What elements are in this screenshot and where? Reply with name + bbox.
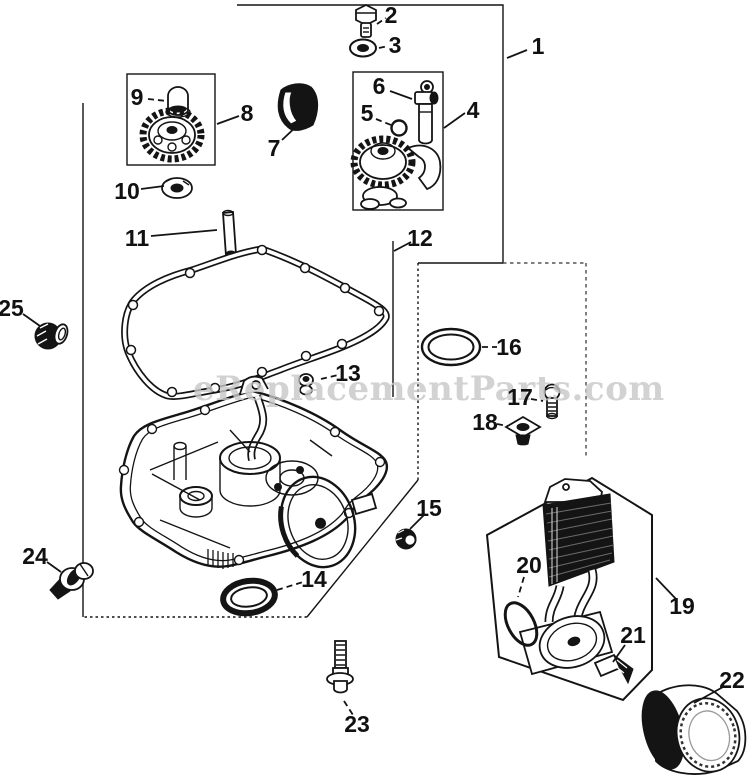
screw	[543, 383, 561, 420]
flat-washer	[349, 38, 377, 58]
oil-seal	[220, 577, 278, 617]
callout-17-leader	[530, 398, 544, 402]
callout-24-leader	[46, 561, 62, 573]
callout-14-oil-seal[interactable]: 14	[301, 566, 327, 592]
oil-sentry-switch	[49, 562, 94, 600]
callout-21-leader	[612, 644, 626, 663]
callout-22-oil-filter[interactable]: 22	[719, 667, 745, 693]
callout-12-oil-pan-gasket[interactable]: 12	[407, 225, 433, 251]
o-ring-cooler	[503, 601, 539, 647]
callout-5-leader	[375, 118, 392, 126]
callout-15-leader	[409, 514, 425, 530]
spacer-bushing	[298, 373, 314, 396]
callout-23-hex-bolt-long[interactable]: 23	[344, 711, 370, 737]
callout-9-governor-plug[interactable]: 9	[131, 84, 144, 110]
callout-23-leader	[343, 700, 354, 716]
callout-3-leader	[378, 45, 389, 49]
callout-20-leader	[517, 576, 525, 598]
callout-4-leader	[443, 112, 466, 129]
callout-1-leader	[506, 49, 528, 59]
callout-2-leader	[376, 17, 387, 25]
flange-nut	[161, 177, 193, 199]
callout-16-o-ring-large[interactable]: 16	[496, 334, 522, 360]
hex-flange-bolt	[355, 3, 377, 38]
callout-6-pickup-fitting[interactable]: 6	[373, 73, 386, 99]
oil-filter	[641, 684, 747, 775]
callout-25-oil-gallery-plug[interactable]: 25	[0, 295, 24, 321]
o-ring-large	[420, 327, 482, 367]
callout-19-leader	[655, 577, 677, 600]
callout-18-leader	[496, 423, 509, 427]
oil-pan	[118, 375, 389, 569]
oil-gallery-plug	[34, 322, 69, 350]
callout-11-leader	[150, 229, 218, 237]
callout-12-leader	[393, 241, 412, 252]
oil-cooler	[518, 478, 615, 676]
group-box-1-outline	[82, 4, 504, 618]
callout-22-leader	[693, 686, 724, 704]
callout-7-leader	[281, 121, 302, 141]
callout-14-leader	[276, 581, 304, 591]
callout-4-oil-pump-assembly-box[interactable]: 4	[467, 97, 480, 123]
group-box-8	[126, 73, 216, 166]
callout-10-leader	[140, 185, 165, 190]
dowel-stud	[222, 209, 237, 258]
callout-8-leader	[216, 115, 240, 125]
oil-pump	[350, 135, 442, 210]
callout-17-screw[interactable]: 17	[507, 384, 533, 410]
callout-24-oil-sentry-switch[interactable]: 24	[22, 543, 48, 569]
callout-7-bearing-sleeve[interactable]: 7	[268, 135, 281, 161]
oil-pan-gasket	[121, 244, 390, 400]
governor-gear	[139, 107, 205, 163]
callout-8-governor-gear-box[interactable]: 8	[241, 100, 254, 126]
callout-1-oil-pan-assembly-group-box[interactable]: 1	[532, 33, 545, 59]
watermark-text: eReplacementParts.com	[193, 369, 665, 409]
hex-bolt-long	[326, 640, 354, 694]
callout-3-flat-washer[interactable]: 3	[389, 32, 402, 58]
callout-11-dowel-stud[interactable]: 11	[125, 225, 150, 251]
callout-13-leader	[320, 374, 339, 380]
breather-fitting	[504, 415, 542, 446]
group-box-dashed-right	[503, 262, 587, 458]
o-ring-small	[390, 119, 408, 137]
bearing-sleeve	[277, 83, 319, 131]
callout-20-o-ring-cooler[interactable]: 20	[516, 552, 542, 578]
callout-25-leader	[22, 313, 41, 327]
callout-18-breather-fitting[interactable]: 18	[472, 409, 498, 435]
callout-15-cup-plug[interactable]: 15	[416, 495, 442, 521]
callout-19-oil-cooler-assembly-box[interactable]: 19	[669, 593, 695, 619]
group-box-19	[485, 476, 653, 702]
callout-2-hex-flange-bolt[interactable]: 2	[385, 2, 398, 28]
pickup-fitting	[414, 80, 439, 145]
callout-9-leader	[147, 98, 168, 102]
group-box-4	[352, 71, 444, 211]
cup-plug	[395, 528, 417, 550]
callout-5-o-ring-small[interactable]: 5	[361, 100, 374, 126]
callout-21-stud-fitting[interactable]: 21	[620, 622, 646, 648]
callout-10-flange-nut[interactable]: 10	[114, 178, 140, 204]
callout-13-spacer-bushing[interactable]: 13	[335, 360, 361, 386]
callout-6-leader	[389, 90, 413, 100]
